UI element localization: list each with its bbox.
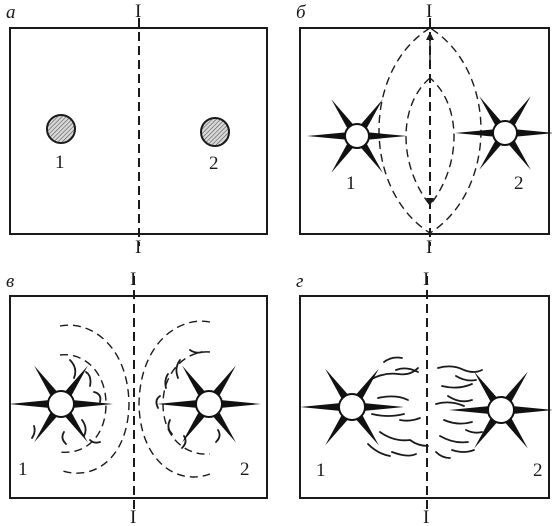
- panel-a-letter: а: [6, 2, 16, 23]
- star-spike: [515, 129, 552, 136]
- panel-b: б I I 1 2: [296, 1, 552, 258]
- star-spike: [367, 132, 407, 139]
- panel-g-letter: г: [296, 271, 303, 292]
- star-spike: [72, 400, 113, 408]
- stress-lens-inner: [406, 78, 454, 205]
- panel-b-axis-label-top: I: [426, 1, 432, 22]
- star-spike: [300, 403, 341, 411]
- panel-v: в I I 1 2: [6, 269, 267, 526]
- star-spike: [9, 400, 50, 408]
- hole: [339, 394, 365, 420]
- hole: [196, 391, 222, 417]
- star-burst-1: [300, 369, 404, 446]
- star-spike: [455, 129, 495, 136]
- arrow-head-top: [426, 32, 434, 40]
- star-burst-2: [449, 372, 552, 449]
- panel-a-axis-label-top: I: [135, 1, 141, 22]
- panel-b-letter: б: [296, 2, 307, 23]
- hole: [488, 397, 514, 423]
- star-spike: [307, 132, 347, 139]
- panel-a-label-2: 2: [209, 153, 219, 174]
- hole-2: [201, 118, 229, 146]
- hole-1: [47, 115, 75, 143]
- star-spike: [220, 400, 261, 408]
- panel-v-axis-label-bottom: I: [130, 507, 136, 526]
- panel-a-label-1: 1: [55, 152, 65, 173]
- hole: [48, 391, 74, 417]
- star-burst-2: [455, 96, 552, 170]
- panel-a-axis-label-bottom: I: [135, 237, 141, 258]
- panel-g: г I I 1 2: [296, 269, 552, 526]
- panel-v-label-1: 1: [18, 459, 28, 480]
- panel-g-axis-label-bottom: I: [423, 507, 429, 526]
- star-spike: [512, 406, 552, 414]
- panel-g-axis-label-top: I: [423, 269, 429, 290]
- panel-v-axis-label-top: I: [130, 269, 136, 290]
- panel-v-frame: [10, 296, 267, 498]
- star-spike: [449, 406, 490, 414]
- star-spike: [363, 403, 404, 411]
- panel-a: а I I 1 2: [6, 1, 267, 258]
- panel-b-label-2: 2: [514, 173, 524, 194]
- panel-v-label-2: 2: [240, 459, 250, 480]
- panel-b-axis-label-bottom: I: [426, 237, 432, 258]
- star-burst-1: [9, 366, 113, 443]
- panel-v-letter: в: [6, 271, 14, 292]
- panel-g-label-1: 1: [316, 460, 326, 481]
- panel-b-label-1: 1: [346, 173, 356, 194]
- panel-g-label-2: 2: [533, 460, 543, 481]
- hole: [493, 121, 517, 145]
- star-burst-1: [307, 99, 407, 173]
- star-burst-2: [157, 366, 261, 443]
- hole: [345, 124, 369, 148]
